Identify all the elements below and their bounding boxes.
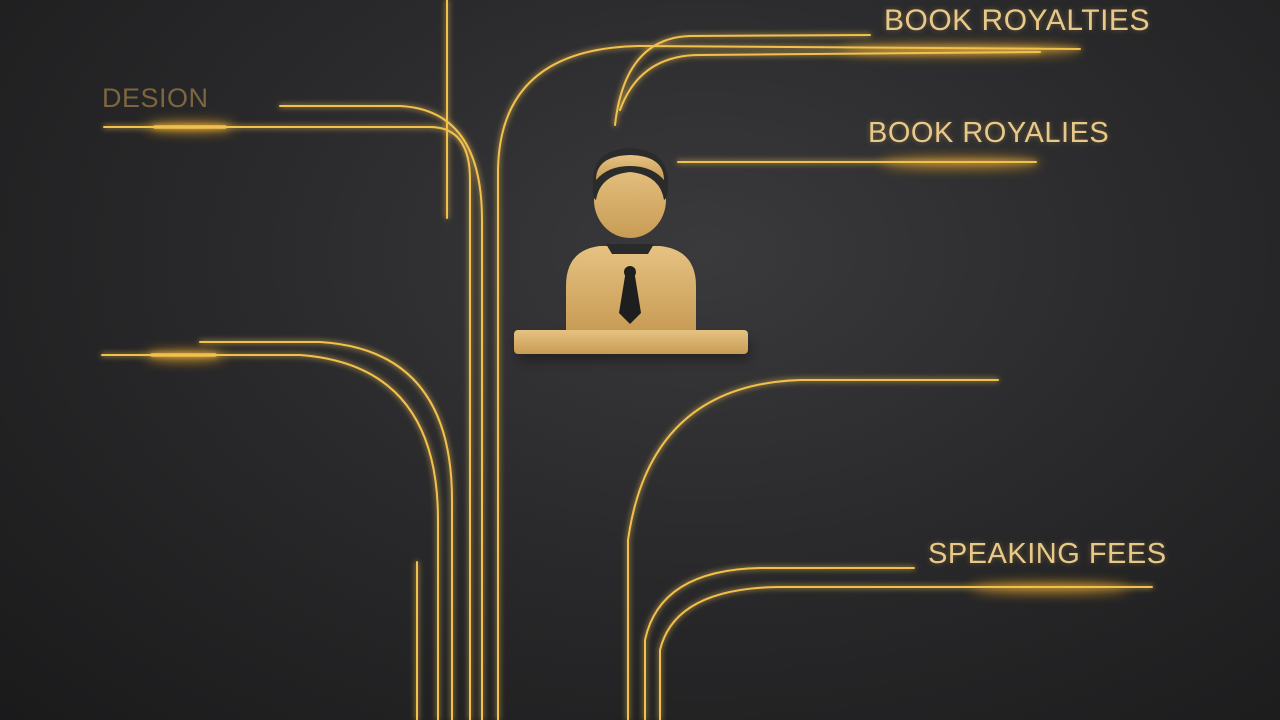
label-book-royalties-top: BOOK ROYALTIES bbox=[884, 4, 1150, 37]
design-underline bbox=[103, 126, 471, 720]
speaking-fees-inner bbox=[659, 586, 1153, 720]
label-design: DESION bbox=[102, 83, 209, 113]
book-royalties-inner bbox=[619, 51, 1041, 111]
label-book-royalies: BOOK ROYALIES bbox=[868, 117, 1110, 149]
design-branch-curve bbox=[279, 105, 483, 720]
book-royalties-underline bbox=[614, 34, 871, 126]
person-at-podium-icon bbox=[514, 148, 750, 360]
trunk-to-book-royalties bbox=[497, 44, 1081, 720]
label-speaking-fees: SPEAKING FEES bbox=[928, 538, 1167, 570]
left-lower-branch-outer bbox=[101, 354, 439, 720]
speaking-fees-outer bbox=[644, 567, 915, 720]
left-lower-branch-inner bbox=[199, 341, 453, 720]
right-mid-branch bbox=[627, 379, 999, 720]
